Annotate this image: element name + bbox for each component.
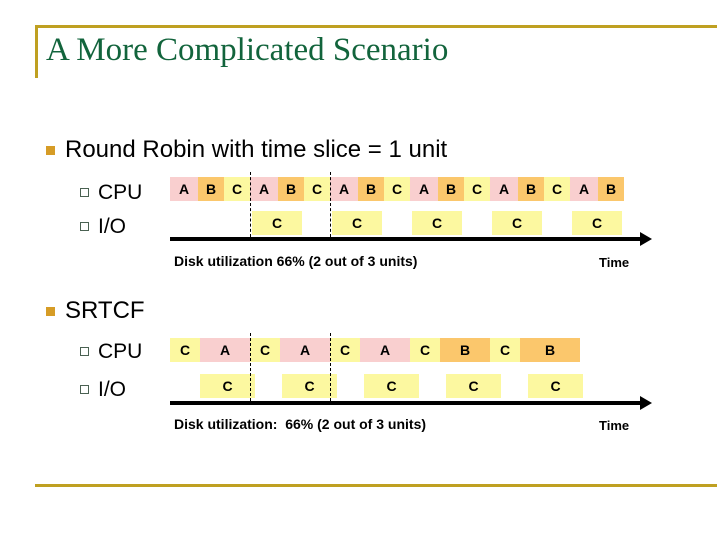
time-axis-arrow-icon — [640, 232, 652, 246]
disk-utilization-caption: Disk utilization: 66% (2 out of 3 units) — [174, 416, 427, 432]
io-cell-c: C — [572, 211, 622, 235]
sub-item-io-round-robin: I/O — [80, 216, 126, 237]
cpu-cell-c: C — [250, 338, 280, 362]
page-title: A More Complicated Scenario — [46, 32, 449, 68]
cpu-cell-c: C — [330, 338, 360, 362]
cpu-cell-a: A — [330, 177, 358, 201]
io-cell-c: C — [446, 374, 501, 398]
io-label: I/O — [98, 215, 127, 238]
cpu-cell-b: B — [598, 177, 624, 201]
cpu-cell-c: C — [304, 177, 330, 201]
cpu-cell-a: A — [570, 177, 598, 201]
cpu-cell-a: A — [200, 338, 250, 362]
sub-item-cpu-srtcf: CPU — [80, 341, 142, 362]
cpu-cell-c: C — [464, 177, 490, 201]
io-label: I/O — [98, 378, 127, 401]
cpu-cell-b: B — [198, 177, 224, 201]
sub-item-cpu-round-robin: CPU — [80, 182, 142, 203]
io-cell-c: C — [492, 211, 542, 235]
bullet-hollow-square-icon — [80, 385, 89, 394]
bullet-hollow-square-icon — [80, 222, 89, 231]
cpu-cell-a: A — [490, 177, 518, 201]
cpu-cell-a: A — [170, 177, 198, 201]
time-slice-divider — [330, 333, 331, 401]
cpu-cell-c: C — [544, 177, 570, 201]
io-cell-c: C — [364, 374, 419, 398]
bottom-rule — [35, 484, 717, 487]
section-heading-round-robin: Round Robin with time slice = 1 unit — [46, 138, 447, 162]
time-axis-label: Time — [599, 418, 630, 433]
io-cell-c: C — [200, 374, 255, 398]
section-heading-label: SRTCF — [65, 297, 145, 324]
disk-utilization-caption: Disk utilization 66% (2 out of 3 units) — [174, 253, 418, 269]
time-axis-line — [170, 237, 640, 241]
section-heading-label: Round Robin with time slice = 1 unit — [65, 136, 448, 163]
io-cell-c: C — [528, 374, 583, 398]
bullet-hollow-square-icon — [80, 188, 89, 197]
io-cell-c: C — [252, 211, 302, 235]
time-slice-divider — [250, 333, 251, 401]
cpu-cell-c: C — [490, 338, 520, 362]
cpu-cell-b: B — [358, 177, 384, 201]
cpu-cell-a: A — [410, 177, 438, 201]
cpu-cell-b: B — [440, 338, 490, 362]
cpu-cell-b: B — [278, 177, 304, 201]
time-axis-line — [170, 401, 640, 405]
cpu-cell-c: C — [384, 177, 410, 201]
io-cell-c: C — [412, 211, 462, 235]
cpu-cell-b: B — [520, 338, 580, 362]
io-cell-c: C — [282, 374, 337, 398]
cpu-cell-a: A — [250, 177, 278, 201]
cpu-cell-a: A — [360, 338, 410, 362]
sub-item-io-srtcf: I/O — [80, 379, 126, 400]
bullet-square-icon — [46, 306, 55, 316]
cpu-label: CPU — [98, 340, 143, 363]
io-cell-c: C — [332, 211, 382, 235]
time-axis-arrow-icon — [640, 396, 652, 410]
cpu-cell-b: B — [438, 177, 464, 201]
cpu-cell-b: B — [518, 177, 544, 201]
title-top-rule — [35, 25, 717, 28]
section-heading-srtcf: SRTCF — [46, 299, 145, 323]
title-left-rule — [35, 25, 38, 78]
cpu-cell-c: C — [410, 338, 440, 362]
time-slice-divider — [250, 172, 251, 237]
cpu-label: CPU — [98, 181, 143, 204]
time-slice-divider — [330, 172, 331, 237]
cpu-cell-a: A — [280, 338, 330, 362]
bullet-square-icon — [46, 145, 55, 155]
time-axis-label: Time — [599, 255, 630, 270]
cpu-cell-c: C — [170, 338, 200, 362]
cpu-cell-c: C — [224, 177, 250, 201]
bullet-hollow-square-icon — [80, 347, 89, 356]
